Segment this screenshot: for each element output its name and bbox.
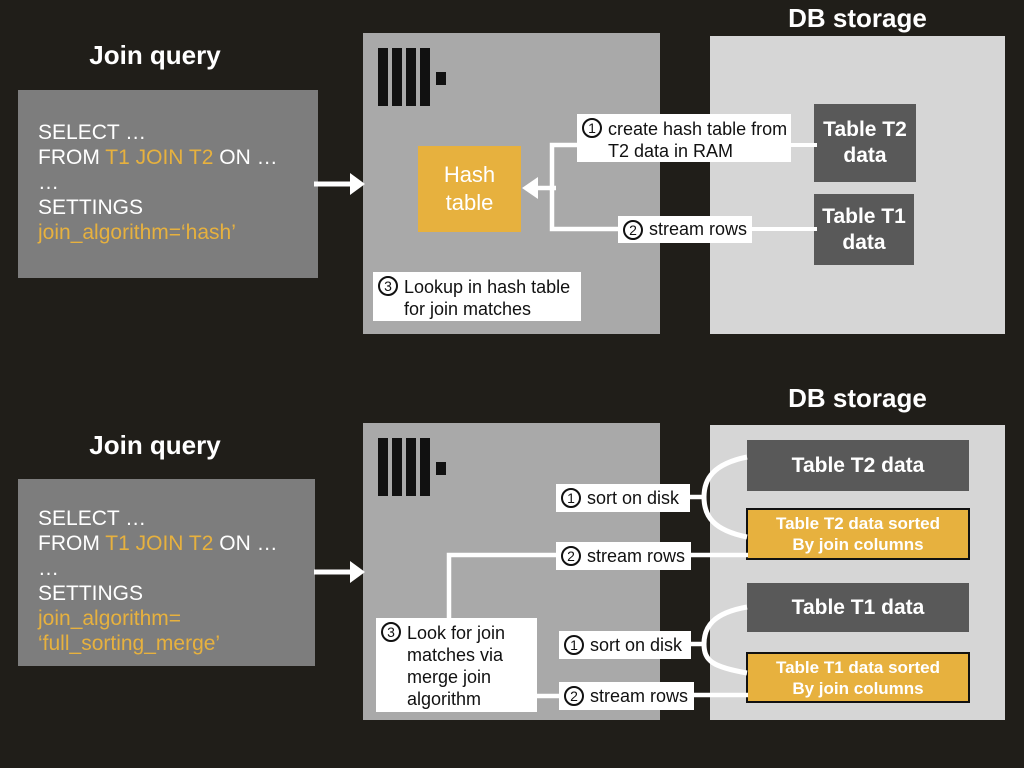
db-storage-title-hash: DB storage (788, 3, 927, 33)
table-t2-data-box: Table T2 data (747, 440, 969, 491)
sql-line: FROM T1 JOIN T2 ON … (38, 146, 278, 169)
circled-number-1: 1 (582, 118, 602, 138)
db-storage-title-merge: DB storage (788, 383, 927, 413)
sql-line: … (38, 171, 59, 194)
sql-highlight: T1 JOIN T2 (105, 146, 214, 169)
circled-number-2: 2 (623, 219, 643, 240)
table-t2-data-box: Table T2 data (814, 104, 916, 182)
step-text: create hash table from T2 data in RAM (608, 119, 788, 161)
db-storage-box-hash: Table T2 data Table T1 data (710, 36, 1005, 334)
sql-line: FROM T1 JOIN T2 ON … (38, 532, 278, 555)
server-icon (378, 438, 458, 498)
sql-highlight: T1 JOIN T2 (105, 532, 214, 555)
step3-lookup-label: 3 Lookup in hash table for join matches (373, 272, 581, 321)
step-text: sort on disk (587, 487, 680, 508)
circled-number-3: 3 (381, 622, 401, 642)
step-text: Lookup in hash table for join matches (404, 277, 571, 319)
step2-stream-rows-label: 2 stream rows (618, 216, 752, 243)
sql-line: SELECT … (38, 507, 147, 530)
circled-number-3: 3 (378, 276, 398, 296)
step2-stream-rows-t2-label: 2 stream rows (556, 542, 691, 570)
db-storage-box-merge: Table T2 data Table T2 data sorted By jo… (710, 425, 1005, 720)
sql-line-setting: join_algorithm=‘hash’ (38, 221, 236, 244)
sql-line: SELECT … (38, 121, 147, 144)
step3-merge-join-label: 3 Look for join matches via merge join a… (376, 618, 537, 712)
table-t1-data-box: Table T1 data (747, 583, 969, 632)
table-t2-sorted-box: Table T2 data sorted By join columns (746, 508, 970, 560)
sql-line: … (38, 557, 59, 580)
query-code-box-merge: SELECT … FROM T1 JOIN T2 ON … … SETTINGS… (18, 479, 315, 666)
step1-sort-on-disk-t1-label: 1 sort on disk (559, 631, 691, 659)
hash-table-box: Hash table (418, 146, 521, 232)
table-t1-sorted-box: Table T1 data sorted By join columns (746, 652, 970, 703)
step-text: stream rows (590, 685, 689, 706)
sql-line-setting: join_algorithm= (38, 607, 182, 630)
step-text: sort on disk (590, 634, 683, 655)
circled-number-1: 1 (564, 635, 584, 655)
circled-number-2: 2 (561, 546, 581, 566)
step-text: stream rows (649, 219, 748, 239)
step1-create-hash-table-label: 1 create hash table from T2 data in RAM (577, 114, 791, 162)
join-query-title-hash: Join query (89, 40, 221, 70)
step-text: stream rows (587, 545, 686, 566)
server-icon (378, 48, 458, 108)
join-query-title-merge: Join query (89, 430, 221, 460)
sql-line: SETTINGS (38, 582, 144, 605)
circled-number-1: 1 (561, 488, 581, 508)
table-t1-data-box: Table T1 data (814, 194, 914, 265)
step2-stream-rows-t1-label: 2 stream rows (559, 682, 694, 710)
step1-sort-on-disk-t2-label: 1 sort on disk (556, 484, 690, 512)
query-code-box-hash: SELECT … FROM T1 JOIN T2 ON … … SETTINGS… (18, 90, 318, 278)
step-text: Look for join matches via merge join alg… (407, 623, 506, 709)
sql-line: SETTINGS (38, 196, 144, 219)
sql-line-setting: ‘full_sorting_merge’ (38, 632, 221, 655)
circled-number-2: 2 (564, 686, 584, 706)
